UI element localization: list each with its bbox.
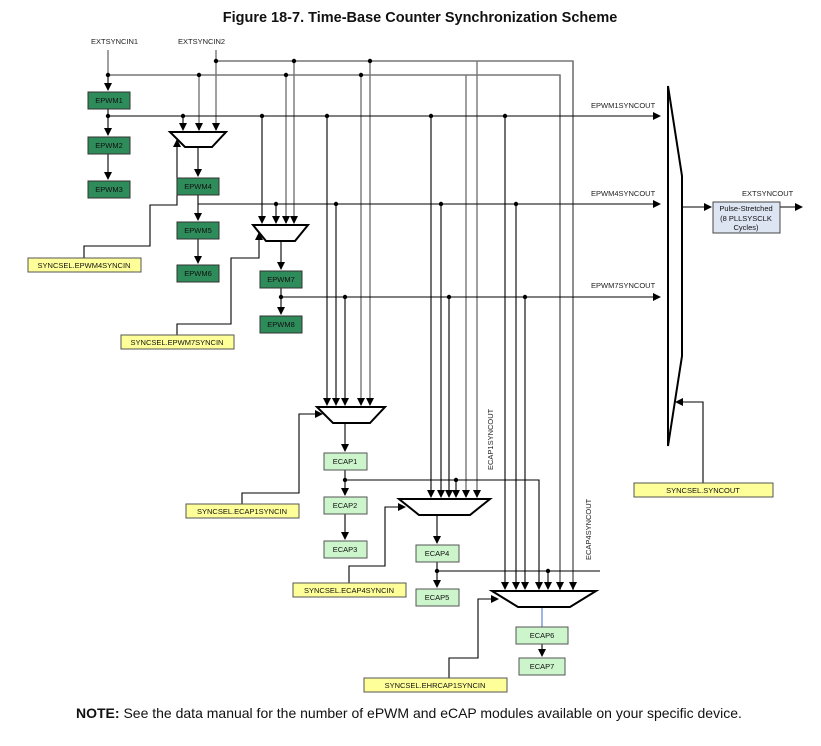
junction-dot <box>291 58 297 64</box>
ehrcap1syncin-sel-line <box>448 595 499 678</box>
svg-text:EPWM1: EPWM1 <box>95 96 123 105</box>
junction-dot <box>283 72 289 78</box>
junction-dot <box>434 568 440 574</box>
svg-text:EPWM7: EPWM7 <box>267 275 295 284</box>
ecap2-box: ECAP2 <box>323 496 368 515</box>
ecap4syncin-sel-line <box>348 503 406 583</box>
junction-dot <box>522 294 528 300</box>
svg-text:SYNCSEL.EPWM7SYNCIN: SYNCSEL.EPWM7SYNCIN <box>131 338 224 347</box>
junction-dot <box>180 113 186 119</box>
svg-text:EPWM6: EPWM6 <box>184 269 212 278</box>
epwm7-box: EPWM7 <box>259 270 303 289</box>
svg-text:SYNCSEL.EPWM4SYNCIN: SYNCSEL.EPWM4SYNCIN <box>38 261 131 270</box>
syncout-sel-line <box>675 398 704 483</box>
svg-text:EPWM5: EPWM5 <box>184 226 212 235</box>
svg-text:SYNCSEL.EHRCAP1SYNCIN: SYNCSEL.EHRCAP1SYNCIN <box>385 681 486 690</box>
extsyncout-label: EXTSYNCOUT <box>742 189 794 198</box>
epwm2-box: EPWM2 <box>87 136 131 155</box>
syncsel-epwm7syncin-box: SYNCSEL.EPWM7SYNCIN <box>120 334 235 350</box>
svg-text:ECAP6: ECAP6 <box>530 631 555 640</box>
junction-dot <box>196 72 202 78</box>
junction-dot <box>446 294 452 300</box>
junction-dot <box>502 113 508 119</box>
ecap1-box: ECAP1 <box>323 452 368 471</box>
junction-dot <box>545 568 551 574</box>
note-paragraph: NOTE: See the data manual for the number… <box>76 705 796 721</box>
svg-text:Pulse-Stretched: Pulse-Stretched <box>719 204 772 213</box>
syncsel-epwm4syncin-box: SYNCSEL.EPWM4SYNCIN <box>27 257 142 273</box>
junction-dot <box>342 477 348 483</box>
svg-text:EPWM8: EPWM8 <box>267 320 295 329</box>
junction-dot <box>259 113 265 119</box>
svg-text:SYNCSEL.ECAP4SYNCIN: SYNCSEL.ECAP4SYNCIN <box>304 586 394 595</box>
svg-text:EPWM2: EPWM2 <box>95 141 123 150</box>
junction-dot <box>273 201 279 207</box>
wires <box>83 50 803 678</box>
junction-dot <box>367 58 373 64</box>
svg-text:EPWM4: EPWM4 <box>184 182 212 191</box>
extsyncin1-label: EXTSYNCIN1 <box>91 37 138 46</box>
epwm1-box: EPWM1 <box>87 91 131 110</box>
svg-text:ECAP5: ECAP5 <box>425 593 450 602</box>
svg-text:Cycles): Cycles) <box>733 223 759 232</box>
epwm5-box: EPWM5 <box>176 221 220 240</box>
ecap4syncout-label: ECAP4SYNCOUT <box>584 498 593 560</box>
sync-scheme-diagram: EXTSYNCIN1 EXTSYNCIN2 EPWM1SYNCOUT EPWM4… <box>27 37 803 693</box>
svg-text:SYNCSEL.SYNCOUT: SYNCSEL.SYNCOUT <box>666 486 740 495</box>
junction-dot <box>358 72 364 78</box>
mux-ecap6 <box>488 590 600 608</box>
epwm3-box: EPWM3 <box>87 180 131 199</box>
svg-text:ECAP7: ECAP7 <box>530 662 555 671</box>
ecap5-box: ECAP5 <box>415 588 460 607</box>
ecap7-box: ECAP7 <box>518 657 566 676</box>
svg-text:(8 PLLSYSCLK: (8 PLLSYSCLK <box>720 214 772 223</box>
syncsel-syncout-box: SYNCSEL.SYNCOUT <box>633 482 774 498</box>
junction-dot <box>333 201 339 207</box>
syncsel-ecap4syncin-box: SYNCSEL.ECAP4SYNCIN <box>292 582 407 598</box>
ecap1syncin-sel-line <box>241 410 323 504</box>
ecap3-box: ECAP3 <box>323 540 368 559</box>
junction-dot <box>342 294 348 300</box>
svg-text:ECAP4: ECAP4 <box>425 549 450 558</box>
epwm1syncout-label: EPWM1SYNCOUT <box>591 101 656 110</box>
ecap1syncout-line <box>345 479 543 590</box>
mux-ecap4 <box>396 498 493 516</box>
junction-dot <box>438 201 444 207</box>
junction-dot <box>105 113 111 119</box>
mux-syncout <box>667 85 683 447</box>
svg-text:EPWM3: EPWM3 <box>95 185 123 194</box>
figure-title: Figure 18-7. Time-Base Counter Synchroni… <box>222 10 618 26</box>
svg-text:ECAP3: ECAP3 <box>333 545 358 554</box>
syncsel-ecap1syncin-box: SYNCSEL.ECAP1SYNCIN <box>185 503 300 519</box>
epwm7syncin-sel-line <box>176 232 263 335</box>
ecap1syncout-label: ECAP1SYNCOUT <box>486 408 495 470</box>
svg-text:ECAP2: ECAP2 <box>333 501 358 510</box>
epwm7syncout-label: EPWM7SYNCOUT <box>591 281 656 290</box>
pulse-stretcher-box: Pulse-Stretched (8 PLLSYSCLK Cycles) <box>712 201 781 234</box>
junction-dot <box>453 477 459 483</box>
junction-dot <box>105 72 111 78</box>
junction-dot <box>513 201 519 207</box>
mux-ecap1 <box>314 406 388 424</box>
junction-dot <box>278 294 284 300</box>
epwm8-box: EPWM8 <box>259 315 303 334</box>
ecap6-box: ECAP6 <box>515 626 569 645</box>
ecap4-box: ECAP4 <box>415 544 460 563</box>
junction-dot <box>428 113 434 119</box>
note-text: See the data manual for the number of eP… <box>119 705 742 721</box>
epwm4syncin-sel-line <box>83 139 181 258</box>
junction-dots <box>105 58 551 574</box>
epwm4-box: EPWM4 <box>176 177 220 196</box>
extsyncin2-label: EXTSYNCIN2 <box>178 37 225 46</box>
svg-text:ECAP1: ECAP1 <box>333 457 358 466</box>
epwm6-box: EPWM6 <box>176 264 220 283</box>
svg-text:SYNCSEL.ECAP1SYNCIN: SYNCSEL.ECAP1SYNCIN <box>197 507 287 516</box>
junction-dot <box>213 58 219 64</box>
note-label: NOTE: <box>76 705 120 721</box>
epwm4syncout-label: EPWM4SYNCOUT <box>591 189 656 198</box>
mux-epwm7 <box>250 224 311 242</box>
junction-dot <box>324 113 330 119</box>
mux-epwm4 <box>167 131 229 148</box>
syncsel-ehrcap1syncin-box: SYNCSEL.EHRCAP1SYNCIN <box>363 677 508 693</box>
